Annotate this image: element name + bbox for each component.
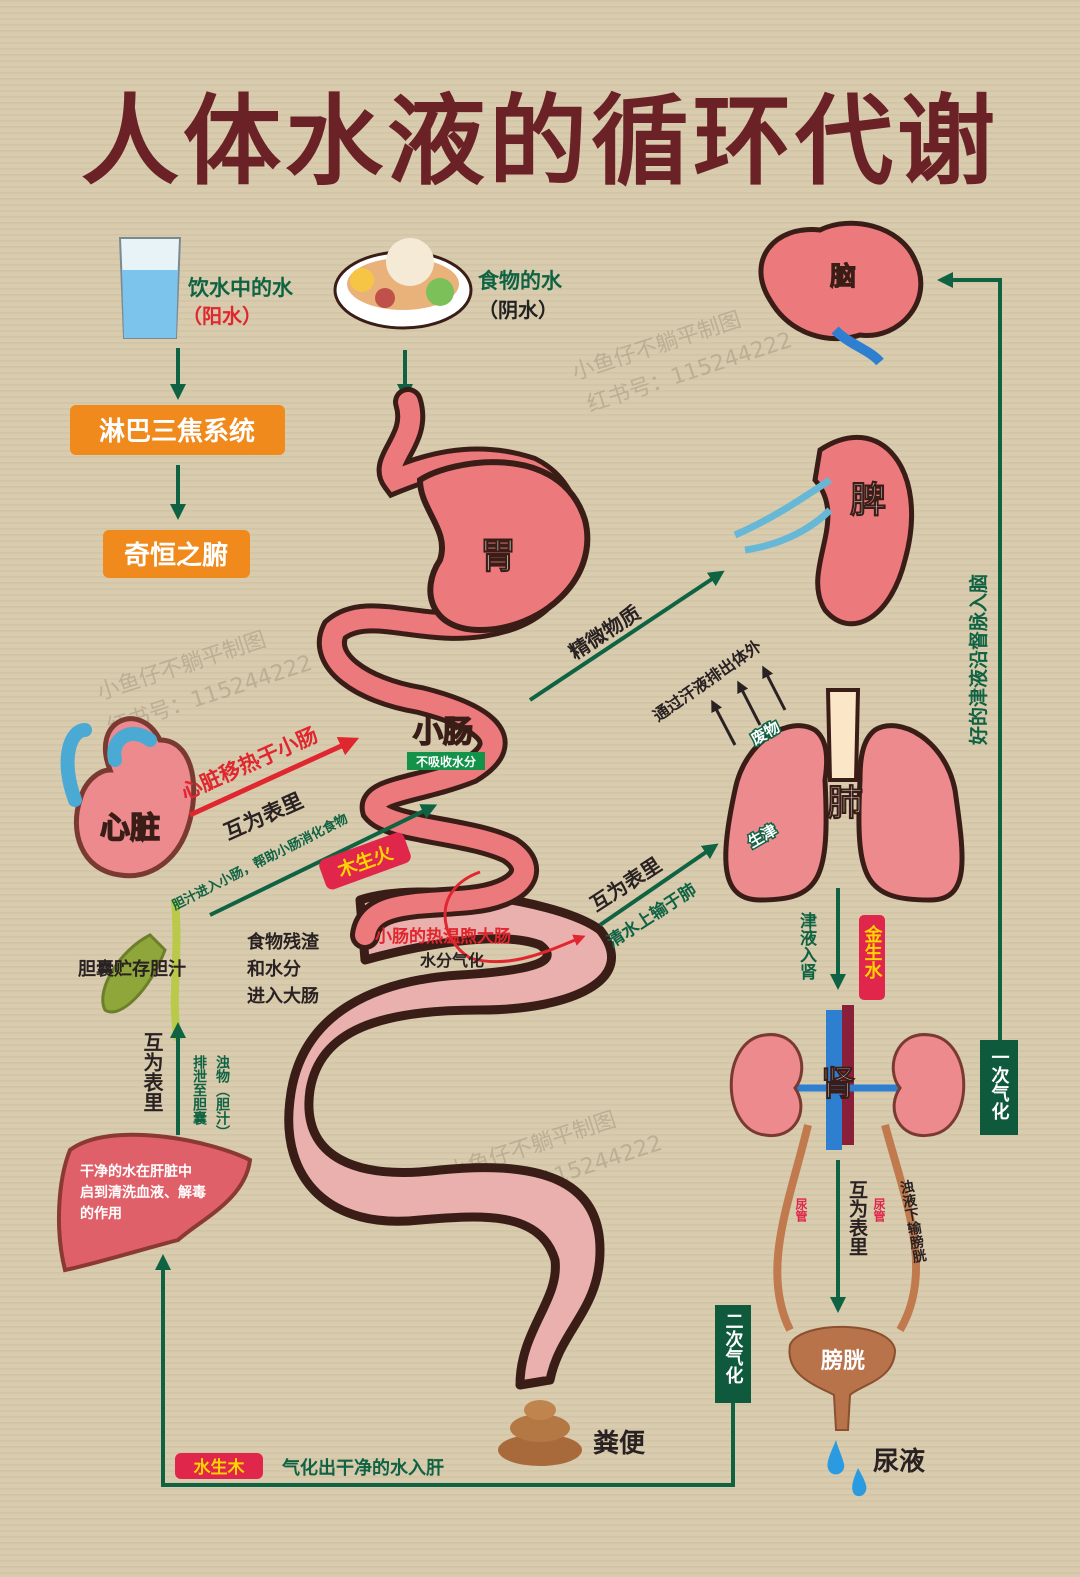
gallbladder-label: 胆囊贮存胆汁	[77, 958, 186, 980]
liver-gb-relation-text: 互为表里	[140, 1032, 164, 1112]
excrete-gb-label: 排泄至胆囊	[191, 1054, 208, 1126]
clear-water-arrow	[598, 843, 719, 927]
residue-label: 食物残渣 和水分 进入大肠	[246, 931, 325, 1007]
lymph-box	[70, 405, 285, 455]
metal-water-badge	[859, 915, 885, 1000]
kidney-icon	[729, 1005, 966, 1333]
urine-drop-icon	[827, 1440, 867, 1497]
kidney-bladder-relation-text: 互为表里	[846, 1180, 868, 1256]
spleen-label: 脾	[850, 480, 886, 521]
si-warms-li-arrow	[443, 870, 586, 964]
stomach-label: 胃	[480, 536, 516, 577]
second-qi-text: 二次气化	[723, 1312, 745, 1385]
urine-label: 尿液	[873, 1447, 925, 1477]
liver-return-line	[155, 1254, 735, 1487]
turbid-to-bladder-label: 浊液下输膀胱	[897, 1178, 929, 1266]
heart-icon	[60, 716, 197, 879]
heart-heat-arrow	[188, 737, 360, 818]
bladder-label: 膀胱	[821, 1348, 865, 1374]
small-intestine-label: 小肠	[413, 715, 473, 750]
si-warms-li-label: 小肠的热温煦大肠	[375, 926, 511, 947]
residue-line: 进入大肠	[247, 985, 319, 1007]
liver-icon	[56, 1132, 253, 1273]
large-intestine	[284, 887, 616, 1390]
spleen-icon	[733, 435, 915, 627]
lymph-box-label: 淋巴三焦系统	[99, 416, 255, 447]
food-water-label: 食物的水	[478, 269, 563, 293]
small-intestine-note-badge	[407, 752, 485, 770]
turbid-to-bladder-text: 浊液下输膀胱	[897, 1178, 929, 1266]
water-wood-label: 水生木	[194, 1457, 246, 1478]
fluid-to-kidney-label: 津液入肾	[796, 911, 817, 981]
water-vapor-label: 水分气化	[420, 951, 484, 970]
clean-to-liver-label: 气化出干净的水入肝	[281, 1457, 444, 1479]
drink-water-label: 饮水中的水	[187, 276, 294, 300]
extraordinary-box-label: 奇恒之腑	[124, 540, 228, 571]
ureter-label-right: 尿管	[872, 1197, 886, 1223]
turbid-bile-text: 浊物（胆汁）	[214, 1054, 231, 1139]
bile-arrow	[209, 804, 438, 917]
liver-note-line: 的作用	[80, 1205, 122, 1222]
stomach	[416, 459, 591, 634]
liver-note: 干净的水在肝脏中 启到清洗血液、解毒 的作用	[80, 1163, 211, 1222]
extraordinary-box	[103, 530, 250, 578]
first-qi-label: 一次气化	[989, 1048, 1011, 1121]
water-wood-badge	[175, 1453, 263, 1479]
turbid-bile-label: 浊物（胆汁）	[214, 1054, 231, 1139]
to-brain-label: 好的津液沿督脉入脑	[967, 574, 990, 746]
excrete-gb-text: 排泄至胆囊	[191, 1054, 208, 1126]
feces-icon	[498, 1400, 582, 1466]
metal-water-text: 金生水	[862, 924, 884, 979]
small-intestine-note: 不吸收水分	[416, 754, 476, 769]
kidney-label: 肾	[821, 1064, 855, 1104]
brain-icon	[758, 220, 924, 366]
second-qi-box	[715, 1305, 751, 1403]
gallbladder-label-text: 胆囊贮存胆汁	[77, 958, 186, 980]
sweat-arrow	[762, 665, 787, 711]
liver-gb-relation: 互为表里	[140, 1032, 164, 1112]
sweat-arrow	[711, 699, 737, 746]
drink-water-type: （阳水）	[182, 304, 262, 328]
residue-line: 和水分	[247, 958, 301, 980]
food-plate-icon	[333, 238, 473, 330]
water-glass-icon	[118, 237, 182, 339]
fluid-to-kidney-text: 津液入肾	[796, 911, 817, 981]
ureter-text: 尿管	[794, 1197, 808, 1223]
kidney-bladder-relation: 互为表里	[846, 1180, 868, 1256]
brain-label: 脑	[830, 262, 856, 292]
ureter-label-left: 尿管	[794, 1197, 808, 1223]
liver-note-line: 干净的水在肝脏中	[80, 1163, 192, 1180]
sweat-arrow	[737, 680, 762, 726]
wood-fire-badge	[319, 832, 411, 890]
page-title: 人体水液的循环代谢	[81, 85, 999, 199]
liver-note-line: 启到清洗血液、解毒	[80, 1184, 206, 1201]
essence-arrow	[528, 570, 725, 702]
sweat-label: 通过汗液排出体外	[649, 636, 765, 725]
first-qi-box	[980, 1040, 1018, 1135]
metal-water-label: 金生水	[862, 924, 884, 979]
lung-label: 肺	[827, 783, 863, 824]
bladder-icon	[788, 1325, 897, 1431]
first-qi-text: 一次气化	[989, 1048, 1011, 1121]
second-qi-label: 二次气化	[723, 1312, 745, 1385]
lung-icon	[723, 688, 965, 903]
ureter-text: 尿管	[872, 1197, 886, 1223]
feces-label: 粪便	[593, 1429, 646, 1459]
food-water-type: （阴水）	[478, 298, 558, 322]
brain-return-line	[937, 272, 1002, 1040]
residue-line: 食物残渣	[246, 931, 320, 953]
heart-label: 心脏	[100, 811, 160, 846]
